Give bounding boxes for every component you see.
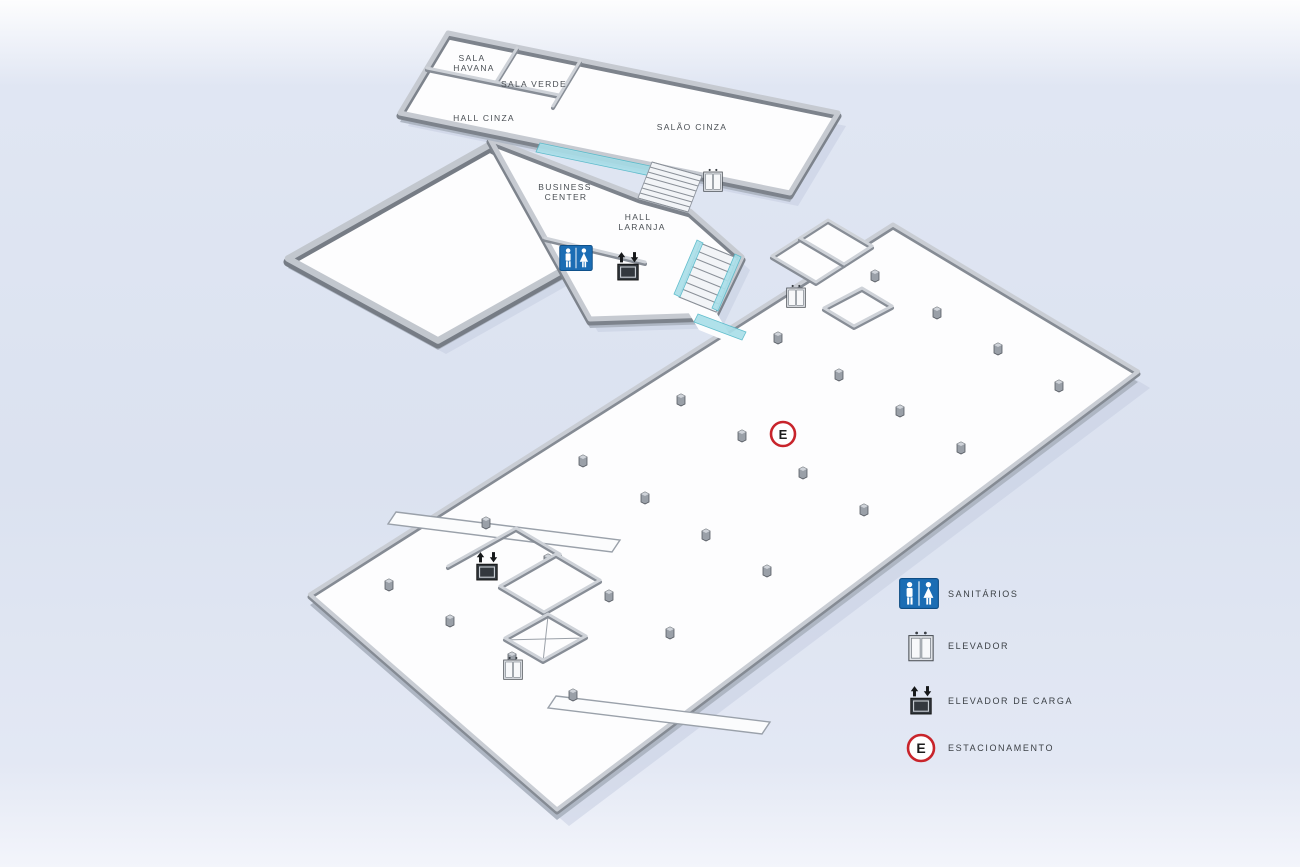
legend-item-elevador: ELEVADOR (908, 631, 1009, 662)
parking-ramp (386, 511, 622, 553)
label-sala-havana: HAVANA (453, 63, 495, 73)
parking-column (445, 614, 455, 628)
parking-column (956, 441, 966, 455)
legend-label-elevador-de-carga: ELEVADOR DE CARGA (948, 696, 1073, 706)
parking-column (859, 503, 869, 517)
parking-column (798, 466, 808, 480)
legend-label-sanitarios: SANITÁRIOS (948, 589, 1019, 599)
elevator-icon (703, 168, 723, 192)
parking-column (665, 626, 675, 640)
parking-column (701, 528, 711, 542)
parking-column (676, 393, 686, 407)
legend-item-sanitarios: SANITÁRIOS (899, 578, 1019, 609)
parking-column (568, 688, 578, 702)
label-business-center: BUSINESS (538, 182, 591, 192)
parking-column (834, 368, 844, 382)
legend-item-elevador-de-carga: ELEVADOR DE CARGA (910, 686, 1073, 715)
parking-floor: E (310, 218, 1150, 826)
parking-icon (769, 420, 797, 448)
glass-railing (693, 313, 747, 341)
legend-item-estacionamento: E ESTACIONAMENTO (906, 733, 1054, 763)
parking-icon (906, 733, 936, 763)
legend: SANITÁRIOS ELEVADOR ELEVADOR DE CARGA E … (899, 578, 1073, 763)
label-hall-laranja: LARANJA (618, 222, 665, 232)
parking-symbol-letter: E (779, 427, 788, 442)
label-hall-cinza: HALL CINZA (453, 113, 515, 123)
elevator-icon (908, 631, 934, 662)
restroom-icon (559, 245, 593, 271)
label-business-center: CENTER (545, 192, 588, 202)
legend-label-estacionamento: ESTACIONAMENTO (948, 743, 1054, 753)
upper-floor: SALA HAVANA SALA VERDE HALL CINZA SALÃO … (288, 33, 846, 354)
parking-ramp (546, 695, 772, 735)
parking-column (481, 516, 491, 530)
parking-column (762, 564, 772, 578)
freight-elevator-icon (910, 686, 932, 715)
parking-column (640, 491, 650, 505)
restroom-icon (899, 578, 939, 609)
stair-treads (678, 242, 738, 313)
parking-column (384, 578, 394, 592)
legend-label-elevador: ELEVADOR (948, 641, 1009, 651)
label-sala-verde: SALA VERDE (501, 79, 567, 89)
parking-column (895, 404, 905, 418)
elevator-icon (786, 284, 806, 308)
elevator-icon (503, 656, 523, 680)
parking-column (870, 269, 880, 283)
glass-railing (711, 253, 742, 312)
parking-column (932, 306, 942, 320)
label-salao-cinza: SALÃO CINZA (657, 122, 728, 132)
legend-parking-letter: E (916, 740, 925, 756)
stair-treads (637, 161, 703, 213)
parking-service-block (446, 526, 602, 680)
parking-symbol: E (769, 420, 797, 448)
parking-column (578, 454, 588, 468)
staircase-upper (637, 161, 723, 213)
room-labels: SALA HAVANA SALA VERDE HALL CINZA SALÃO … (453, 53, 728, 232)
parking-column (737, 429, 747, 443)
label-hall-laranja: HALL (625, 212, 651, 222)
parking-column (604, 589, 614, 603)
parking-column (1054, 379, 1064, 393)
stair-shaft-cross (504, 615, 587, 663)
parking-column (993, 342, 1003, 356)
parking-column (773, 331, 783, 345)
glass-railing (673, 239, 704, 298)
label-sala-havana: SALA (459, 53, 486, 63)
staircase-lower (673, 239, 747, 345)
